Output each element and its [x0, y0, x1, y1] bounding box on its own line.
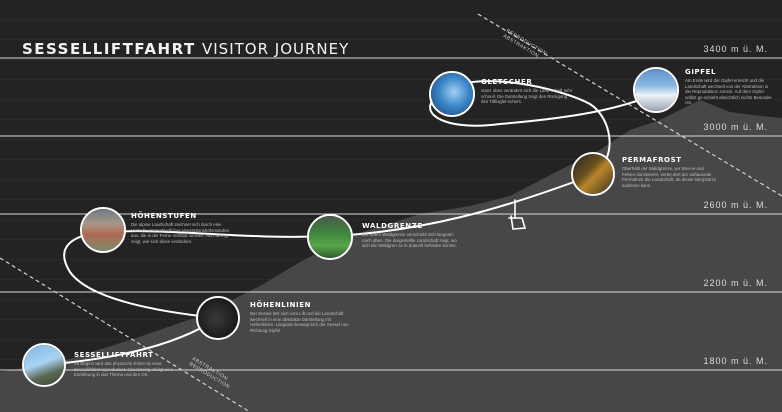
elevation-label-2200: 2200 m ü. M.	[703, 278, 768, 288]
station-permafrost-image[interactable]	[571, 152, 615, 196]
station-sesselliftfahrt-desc: Zu Beginn wird das physische Erleb-nis e…	[74, 361, 174, 378]
station-sesselliftfahrt-image[interactable]	[22, 343, 66, 387]
station-permafrost-title: PERMAFROST	[622, 156, 682, 164]
journey-path	[43, 80, 661, 366]
station-gipfel-title: GIPFEL	[685, 68, 717, 76]
elevation-lines	[0, 57, 782, 371]
page-title: SESSELLIFTFAHRT VISITOR JOURNEY	[22, 40, 349, 58]
station-hoehenstufen-image[interactable]	[80, 207, 126, 253]
station-hoehenstufen-desc: Die alpine Landschaft zeichnet sich durc…	[131, 222, 231, 244]
elevation-label-3000: 3000 m ü. M.	[703, 122, 768, 132]
station-hoehenstufen-title: HÖHENSTUFEN	[131, 212, 197, 220]
station-gletscher-desc: Ganz oben verändert sich die Land-schaft…	[481, 88, 573, 105]
title-bold: SESSELLIFTFAHRT	[22, 40, 196, 58]
station-hoehenlinien-title: HÖHENLINIEN	[250, 301, 312, 309]
station-waldgrenze-desc: Die obere Waldgrenze verschiebt sich lan…	[362, 232, 458, 249]
title-light: VISITOR JOURNEY	[201, 40, 350, 58]
station-gletscher-title: GLETSCHER	[481, 78, 533, 86]
abstraction-divider-top	[477, 13, 782, 197]
station-gipfel-desc: Am Ende wird der Gipfel erreicht und die…	[685, 78, 773, 106]
station-hoehenlinien-desc: Der Sessel löst sich vom Lift und die La…	[250, 311, 349, 333]
station-waldgrenze-title: WALDGRENZE	[362, 222, 423, 230]
station-hoehenlinien-image[interactable]	[196, 296, 240, 340]
station-sesselliftfahrt-title: SESSELLIFTFAHRT	[74, 351, 154, 359]
station-gletscher-image[interactable]	[429, 71, 475, 117]
chairlift-chair-icon	[508, 199, 527, 230]
station-permafrost-desc: Oberhalb der Waldgrenze, wo Stei-ne und …	[622, 166, 717, 188]
elevation-label-3400: 3400 m ü. M.	[703, 44, 768, 54]
elevation-label-2600: 2600 m ü. M.	[703, 200, 768, 210]
elevation-label-1800: 1800 m ü. M.	[703, 356, 768, 366]
station-gipfel-image[interactable]	[633, 67, 679, 113]
station-waldgrenze-image[interactable]	[307, 214, 353, 260]
